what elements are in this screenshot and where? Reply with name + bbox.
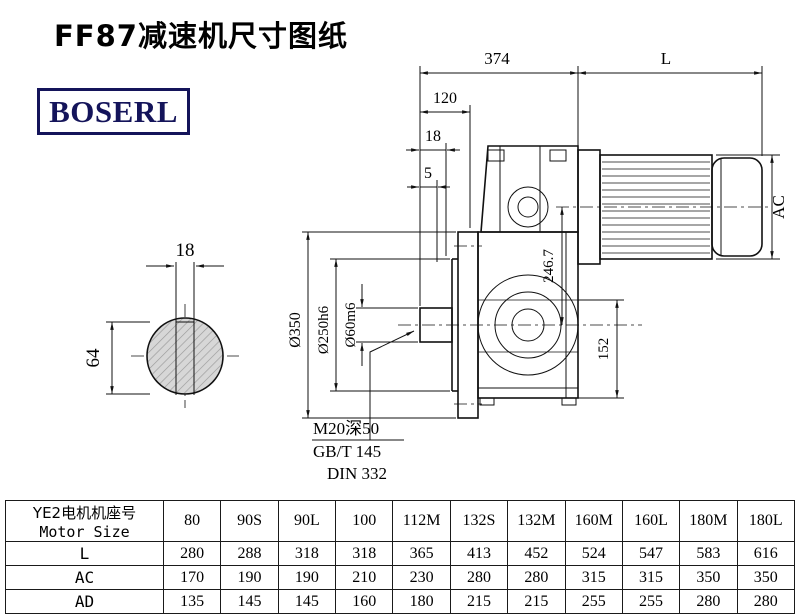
header-line2: Motor Size <box>39 522 130 541</box>
brand-logo-text: BOSERL <box>49 94 178 129</box>
cell: 190 <box>220 565 279 590</box>
cell: 145 <box>277 589 337 614</box>
cell: 365 <box>392 541 451 566</box>
cell: 350 <box>736 565 796 590</box>
thread-note: M20深50 GB/T 145 DIN 332 <box>312 330 415 483</box>
cell: 230 <box>392 565 451 590</box>
cell: 255 <box>621 589 681 614</box>
dim-5: 5 <box>424 165 432 182</box>
dim-120: 120 <box>433 90 457 107</box>
cell: 280 <box>507 565 566 590</box>
cell: 583 <box>679 541 738 566</box>
cell: 315 <box>564 565 623 590</box>
housing-top <box>480 145 579 233</box>
shaft-section-circle <box>146 317 224 395</box>
col-header: 90S <box>220 500 279 542</box>
cell: 170 <box>162 565 222 590</box>
cell: 280 <box>679 589 738 614</box>
cell: 350 <box>679 565 738 590</box>
table-row-L: L 280 288 318 318 365 413 452 524 547 58… <box>5 541 796 566</box>
dim-flange-od: Ø350 <box>287 312 304 348</box>
motor-size-header-cell: YE2电机机座号 Motor Size <box>5 500 164 542</box>
dim-152: 152 <box>596 338 612 361</box>
note-gb-standard: GB/T 145 <box>313 442 381 461</box>
fan-cowl <box>711 157 763 257</box>
cell: 413 <box>449 541 509 566</box>
col-header: 80 <box>162 500 222 542</box>
cell: 318 <box>277 541 337 566</box>
col-header: 112M <box>392 500 451 542</box>
dim-keyway-width: 18 <box>176 240 195 261</box>
row-label: AD <box>5 589 164 614</box>
note-thread: M20深50 <box>313 419 379 438</box>
technical-drawing: 18 64 <box>83 49 788 483</box>
cell: 145 <box>220 589 279 614</box>
housing-body <box>477 231 579 399</box>
cell: 315 <box>621 565 681 590</box>
cell: 280 <box>162 541 222 566</box>
dim-AC: AC <box>769 195 788 219</box>
brand-logo: BOSERL <box>37 88 190 135</box>
col-header: 180M <box>679 500 738 542</box>
cell: 215 <box>449 589 509 614</box>
table-row-AD: AD 135 145 145 160 180 215 215 255 255 2… <box>5 589 796 614</box>
page-title: FF87减速机尺寸图纸 <box>54 19 348 53</box>
cell: 255 <box>564 589 623 614</box>
row-label: AC <box>5 565 164 590</box>
note-din-standard: DIN 332 <box>327 464 387 483</box>
cell: 210 <box>335 565 394 590</box>
dim-shaft-dia: Ø60m6 <box>343 302 359 348</box>
col-header: 132M <box>507 500 566 542</box>
dimensions: 374 L 120 18 5 246.7 AC 152 <box>287 49 788 419</box>
row-label: L <box>5 541 164 566</box>
table-header-row: YE2电机机座号 Motor Size 80 90S 90L 100 112M … <box>5 500 796 542</box>
motor <box>577 149 763 265</box>
cell: 280 <box>449 565 509 590</box>
col-header: 90L <box>277 500 337 542</box>
cell: 452 <box>507 541 566 566</box>
cell: 135 <box>162 589 222 614</box>
shaft-cross-section-view: 18 64 <box>83 240 239 408</box>
cell: 288 <box>220 541 279 566</box>
cell: 190 <box>277 565 337 590</box>
col-header: 160L <box>621 500 681 542</box>
col-header: 100 <box>335 500 394 542</box>
dim-spigot: Ø250h6 <box>316 305 332 354</box>
header-line1: YE2电机机座号 <box>32 503 137 522</box>
dim-374: 374 <box>484 49 510 68</box>
cell: 215 <box>507 589 566 614</box>
dim-shaft-height: 64 <box>83 348 104 368</box>
dim-246-7: 246.7 <box>541 249 557 283</box>
col-header: 132S <box>449 500 509 542</box>
gearbox-side-view <box>398 145 772 419</box>
cell: 180 <box>392 589 451 614</box>
cell: 280 <box>736 589 796 614</box>
motor-size-table: YE2电机机座号 Motor Size 80 90S 90L 100 112M … <box>5 500 796 614</box>
dim-18: 18 <box>425 128 441 145</box>
col-header: 160M <box>564 500 623 542</box>
col-header: 180L <box>736 500 796 542</box>
cell: 318 <box>335 541 394 566</box>
cell: 160 <box>335 589 394 614</box>
cell: 524 <box>564 541 623 566</box>
cell: 547 <box>621 541 681 566</box>
cell: 616 <box>736 541 796 566</box>
table-row-AC: AC 170 190 190 210 230 280 280 315 315 3… <box>5 565 796 590</box>
dim-L: L <box>661 49 671 68</box>
